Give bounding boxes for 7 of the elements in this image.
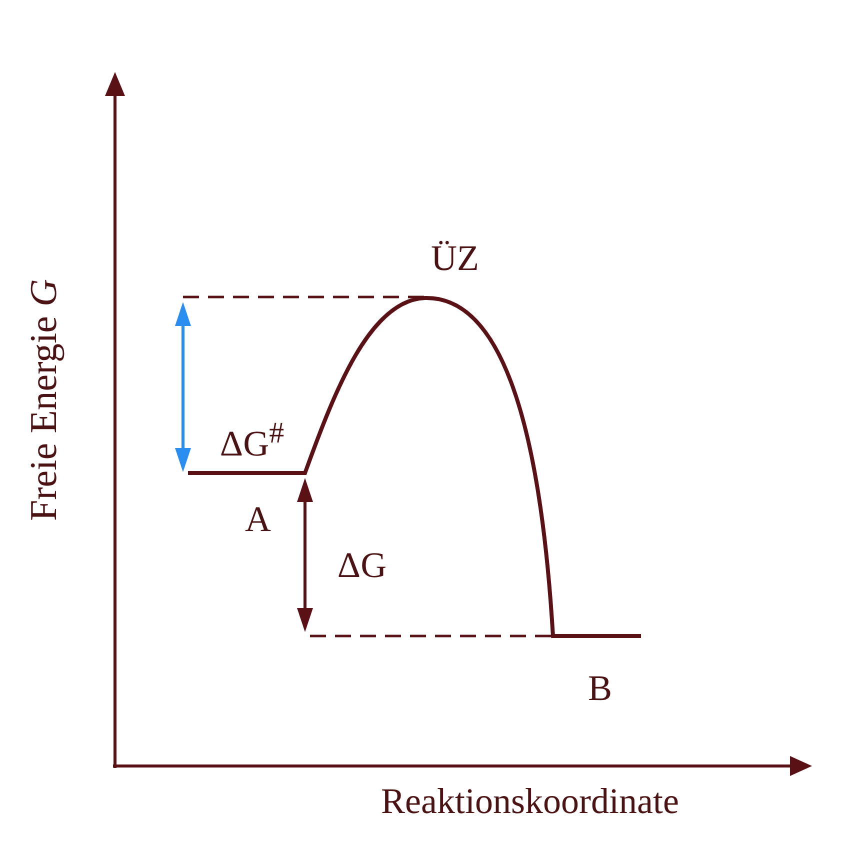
state-label: A bbox=[245, 501, 271, 537]
energy-label: ΔG bbox=[337, 547, 387, 583]
axis-title: Freie Energie G bbox=[25, 279, 63, 521]
state-label: B bbox=[588, 670, 612, 706]
peak-label: ÜZ bbox=[431, 240, 479, 276]
axis-title: Reaktionskoordinate bbox=[381, 783, 679, 819]
energy-label: ΔG$^{#}$ bbox=[220, 418, 284, 462]
